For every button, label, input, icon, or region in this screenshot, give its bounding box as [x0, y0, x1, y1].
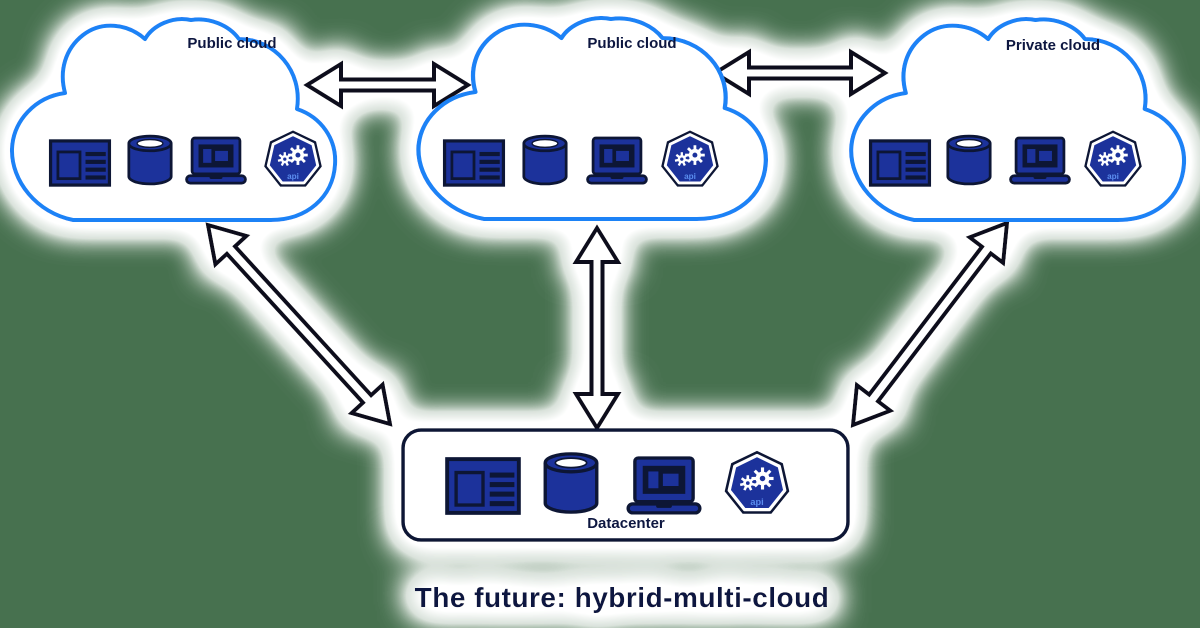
cloud-label: Public cloud [187, 35, 276, 52]
datacenter-label: Datacenter [587, 515, 665, 532]
diagram-content: Public cloud Public cloud Private cloud [9, 17, 1184, 613]
diagram-title: The future: hybrid-multi-cloud [415, 582, 830, 613]
arrow-publiccloud1-datacenter [205, 222, 393, 427]
laptop-icon [185, 136, 247, 185]
database-icon [946, 134, 992, 186]
cloud-label: Public cloud [587, 35, 676, 52]
node-public-cloud-2: Public cloud [418, 18, 765, 219]
connections-layer [205, 48, 1010, 432]
node-datacenter: Datacenter [401, 428, 850, 542]
application-window-icon [445, 457, 521, 515]
application-window-icon [868, 139, 932, 187]
arrow-publiccloud2-datacenter [572, 224, 622, 432]
laptop-icon [626, 456, 702, 515]
application-window-icon [48, 139, 112, 187]
arrow-publiccloud2-privatecloud [711, 48, 889, 98]
node-public-cloud-1: Public cloud [9, 17, 338, 223]
application-window-icon [442, 139, 506, 187]
node-private-cloud: Private cloud [851, 19, 1184, 220]
database-icon [127, 134, 173, 186]
arrow-publiccloud1-publiccloud2 [303, 60, 472, 110]
arrow-privatecloud-datacenter [850, 219, 1010, 429]
laptop-icon [1009, 136, 1071, 185]
cloud-label: Private cloud [1006, 37, 1100, 54]
database-icon [522, 134, 568, 186]
laptop-icon [586, 136, 648, 185]
database-icon [543, 452, 599, 514]
